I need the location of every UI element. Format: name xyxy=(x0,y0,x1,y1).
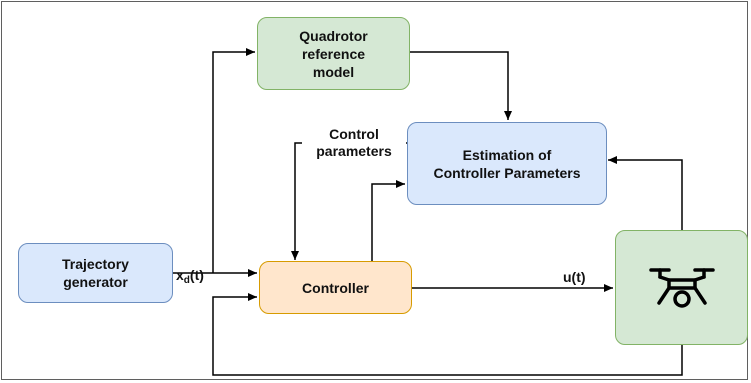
xd-main: x xyxy=(176,267,184,283)
xd-label: xd(t) xyxy=(176,250,204,289)
trajectory-generator-node: Trajectory generator xyxy=(18,243,173,303)
controller-label: Controller xyxy=(302,279,369,296)
ut-label: u(t) xyxy=(563,269,586,285)
estimation-node: Estimation of Controller Parameters xyxy=(407,122,607,205)
edge-control-parameters xyxy=(291,142,407,260)
xd-subscript: d xyxy=(183,275,190,286)
xd-tail: (t) xyxy=(189,267,204,283)
controller-node: Controller xyxy=(259,261,412,314)
estimation-label: Estimation of Controller Parameters xyxy=(433,146,581,181)
edge-drone-to-estimation xyxy=(608,156,683,230)
drone-node xyxy=(615,230,748,345)
quadrotor-reference-model-node: Quadrotor reference model xyxy=(257,17,410,90)
edge-reference-to-estimation xyxy=(410,51,512,120)
quadrotor-reference-model-label: Quadrotor reference model xyxy=(299,27,368,80)
trajectory-generator-label: Trajectory generator xyxy=(62,256,129,290)
drone-icon xyxy=(648,267,715,308)
control-parameters-label: Control parameters xyxy=(302,126,406,160)
edge-xd-to-reference-model xyxy=(212,48,255,273)
edge-controller-to-estimation xyxy=(371,180,405,261)
edge-feedback xyxy=(212,293,683,376)
